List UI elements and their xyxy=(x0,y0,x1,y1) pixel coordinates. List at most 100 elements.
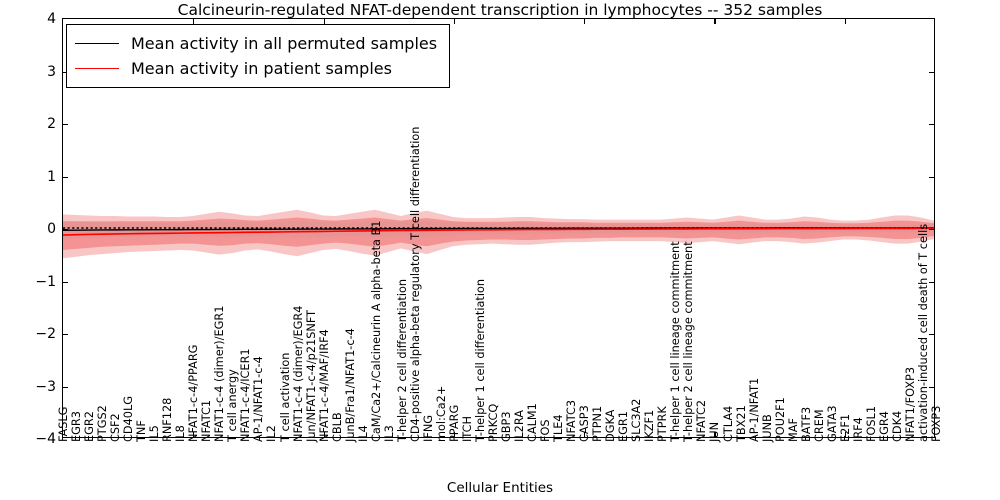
x-axis-label: Cellular Entities xyxy=(446,480,554,496)
x-axis-tick-label: T-helper 1 cell differentiation xyxy=(473,278,487,442)
y-tick-mark-right xyxy=(929,281,934,283)
x-axis-tick-label: CALM1 xyxy=(526,403,540,442)
x-axis-tick-label: NFATC3 xyxy=(565,399,579,442)
x-axis-tick-label: NFATC2 xyxy=(695,399,709,442)
plot-clip xyxy=(63,19,934,437)
x-axis-tick-label: TNF xyxy=(135,420,149,442)
legend-item-patient: Mean activity in patient samples xyxy=(75,56,437,81)
x-axis-tick-label: EGR3 xyxy=(70,411,84,442)
y-tick-mark-right xyxy=(929,124,934,126)
plot-area: 4 3 2 1 0 −1 −2 −3 −4 xyxy=(35,11,935,447)
x-axis-tick-label: CaM/Ca2+/Calcineurin A alpha-beta B1 xyxy=(369,220,383,442)
x-axis-tick-label: IRF4 xyxy=(851,417,865,442)
x-tick-mark-top xyxy=(453,19,456,24)
x-axis-tick-label: IL3 xyxy=(382,425,396,442)
x-axis-tick-label: TLE4 xyxy=(552,414,566,442)
x-axis-tick-label: PRKCQ xyxy=(486,403,500,442)
x-axis-tick-label: PPARG xyxy=(447,404,461,442)
y-tick-mark xyxy=(63,124,68,126)
y-axis-tick--4: −4 xyxy=(35,431,56,447)
y-axis-tick-3: 3 xyxy=(47,63,56,80)
x-tick-mark xyxy=(453,432,456,437)
x-axis-tick-label: mol:Ca2+ xyxy=(434,385,448,442)
x-axis-tick-label: EGR1 xyxy=(617,411,631,442)
legend-swatch-patient xyxy=(75,68,119,69)
y-axis-tick--3: −3 xyxy=(35,378,56,395)
y-tick-mark xyxy=(63,386,68,388)
x-axis-tick-label: CDK4 xyxy=(890,410,904,442)
x-tick-mark xyxy=(844,432,846,437)
y-tick-mark xyxy=(63,334,68,336)
x-axis-tick-label: CSF2 xyxy=(109,413,123,442)
legend-label-patient: Mean activity in patient samples xyxy=(131,59,392,78)
x-axis-tick-label: FOXP3 xyxy=(930,405,943,442)
x-axis-tick-label: FOSL1 xyxy=(864,405,878,442)
x-tick-mark xyxy=(193,432,195,437)
y-tick-mark-right xyxy=(929,334,934,336)
x-axis-tick-label: T cell activation xyxy=(278,352,292,442)
chart-legend: Mean activity in all permuted samples Me… xyxy=(66,24,451,88)
y-tick-mark-right xyxy=(929,176,934,178)
patient-inner-band xyxy=(63,217,934,250)
y-axis-tick--1: −1 xyxy=(35,273,56,290)
x-axis-tick-label: PTPN1 xyxy=(591,405,605,442)
y-tick-mark-right xyxy=(929,71,934,73)
y-axis-tick--2: −2 xyxy=(35,326,56,342)
legend-swatch-permuted xyxy=(75,43,119,44)
x-axis-tick-label: NFAT1-c-4 (dimer)/EGR1 xyxy=(213,305,227,442)
x-axis-tick-label: CTLA4 xyxy=(721,405,735,442)
x-tick-mark xyxy=(584,432,586,437)
x-axis-tick-label: CREM xyxy=(812,409,826,442)
x-axis-tick-label: T-helper 1 cell lineage commitment xyxy=(669,241,683,442)
x-axis-tick-label: NFAT1-c-4/ICER1 xyxy=(239,348,253,442)
y-tick-mark xyxy=(63,229,68,231)
y-tick-mark xyxy=(63,281,68,283)
x-axis-tick-label: activation-induced cell death of T cells xyxy=(916,223,930,442)
x-axis-tick-label: EGR4 xyxy=(877,411,891,442)
x-axis-tick-label: CASP3 xyxy=(578,405,592,442)
x-axis-tick-label: T-helper 2 cell differentiation xyxy=(395,278,409,442)
x-axis-tick-label: BATF3 xyxy=(799,406,813,442)
x-axis-tick-label: IL2 xyxy=(265,425,279,442)
x-axis-tick-label: CD4-positive alpha-beta regulatory T cel… xyxy=(408,126,422,442)
x-axis-tick-label: IL2RA xyxy=(513,410,527,442)
y-tick-mark xyxy=(63,176,68,178)
x-axis-tick-label: NFAT1-c-4 (dimer)/EGR4 xyxy=(291,305,305,442)
y-tick-mark-right xyxy=(929,229,934,231)
y-axis-tick-2: 2 xyxy=(47,116,56,132)
y-axis-tick-4: 4 xyxy=(47,11,56,27)
x-tick-mark xyxy=(714,432,716,437)
y-axis-tick-0: 0 xyxy=(47,221,56,237)
x-axis-tick-label: DGKA xyxy=(604,409,618,442)
x-tick-mark-top xyxy=(323,19,325,24)
x-axis-tick-label: FOS xyxy=(539,419,553,442)
x-axis-tick-label: CBLB xyxy=(330,412,344,442)
x-tick-mark-top xyxy=(844,19,846,24)
x-axis-tick-label: SLC3A2 xyxy=(630,398,644,442)
x-axis-tick-label: JUN xyxy=(708,421,722,442)
x-axis-tick-label: PTGS2 xyxy=(96,405,110,442)
x-axis-tick-label: IL5 xyxy=(148,425,162,442)
legend-item-permuted: Mean activity in all permuted samples xyxy=(75,31,437,56)
x-axis-tick-label: T cell anergy xyxy=(226,369,240,442)
x-tick-mark-top xyxy=(193,19,195,24)
chart-title: Calcineurin-regulated NFAT-dependent tra… xyxy=(177,1,823,19)
x-axis-tick-label: MAF xyxy=(786,418,800,442)
x-tick-mark xyxy=(323,432,325,437)
x-axis-tick-label: NFAT1-c-4/MAF/IRF4 xyxy=(317,329,331,442)
x-tick-mark-top xyxy=(714,19,716,24)
x-axis-tick-label: EGR2 xyxy=(83,411,97,442)
x-axis-tick-label: RNF128 xyxy=(161,397,175,442)
x-axis-tick-label: NFATC1 xyxy=(200,399,214,442)
x-axis-tick-label: AP-1/NFAT1 xyxy=(747,377,761,442)
x-axis-tick-label: Jun/NFAT1-c-4/p21SNFT xyxy=(304,309,318,442)
y-axis-tick-1: 1 xyxy=(47,168,56,185)
x-axis-tick-label: IL4 xyxy=(356,425,370,442)
x-axis-tick-label: TBX21 xyxy=(734,405,748,442)
x-axis-tick-label: GBP3 xyxy=(500,411,513,442)
x-tick-mark-top xyxy=(584,19,586,24)
x-axis-tick-label: E2F1 xyxy=(838,413,852,442)
series-svg xyxy=(63,209,934,259)
x-axis-tick-label: JUNB xyxy=(760,414,774,442)
